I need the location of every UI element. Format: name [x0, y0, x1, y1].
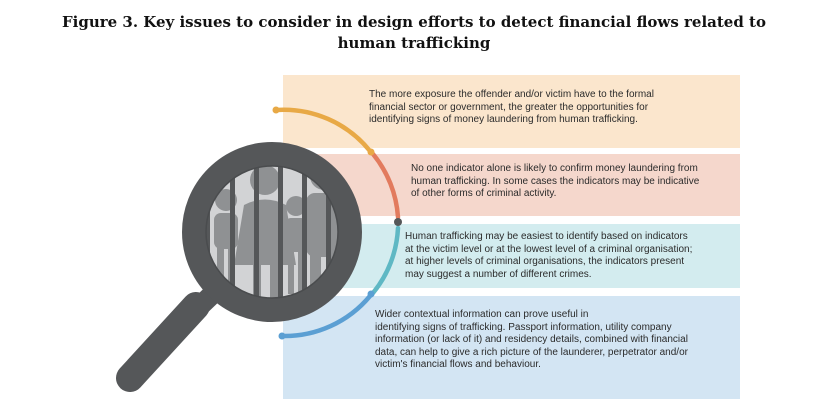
issue-text-line: information (or lack of it) and residenc…	[375, 334, 688, 346]
issue-arc-victim-level	[370, 225, 401, 296]
issue-text-line: victim's financial flows and behaviour.	[375, 359, 541, 371]
issue-text-line: Human trafficking may be easiest to iden…	[405, 231, 688, 242]
lens-rim-inner-edge	[205, 165, 339, 299]
figure-title-line-1: Figure 3. Key issues to consider in desi…	[62, 13, 766, 31]
issue-text-line: Wider contextual information can prove u…	[375, 309, 589, 320]
arc-junction-dot	[367, 290, 375, 298]
child-silhouette-center	[285, 196, 307, 294]
issue-text-line: financial sector or government, the grea…	[369, 101, 649, 113]
issue-arc-single-indicator	[370, 151, 401, 220]
figure-title: Figure 3. Key issues to consider in desi…	[0, 12, 828, 54]
issue-box-contextual-information: Wider contextual information can prove u…	[283, 296, 740, 399]
issue-text-line: data, can help to give a rich picture of…	[375, 346, 688, 358]
issue-arc-contextual-information	[279, 293, 373, 339]
issue-text-line: may suggest a number of different crimes…	[405, 268, 592, 280]
issue-text-line: identifying signs of trafficking. Passpo…	[375, 321, 672, 333]
issue-text-line: identifying signs of money laundering fr…	[369, 114, 638, 126]
magnifier-handle	[116, 277, 229, 392]
prison-bars	[206, 166, 331, 298]
issue-text-line: human trafficking. In some cases the ind…	[411, 175, 700, 187]
issue-text-line: The more exposure the offender and/or vi…	[369, 89, 654, 100]
figure-title-line-2: human trafficking	[337, 34, 491, 52]
issue-text-single-indicator: No one indicator alone is likely to conf…	[411, 163, 699, 201]
issue-text-contextual-information: Wider contextual information can prove u…	[375, 309, 688, 372]
issue-text-line: of other forms of criminal activity.	[411, 188, 557, 200]
lens-rim	[182, 142, 362, 322]
issue-text-line: No one indicator alone is likely to conf…	[411, 163, 698, 174]
issue-text-line: at the victim level or at the lowest lev…	[405, 243, 693, 255]
issue-text-exposure: The more exposure the offender and/or vi…	[369, 89, 654, 127]
issue-box-exposure: The more exposure the offender and/or vi…	[283, 75, 740, 148]
issue-box-single-indicator: No one indicator alone is likely to conf…	[283, 154, 740, 216]
arc-junction-dot	[367, 148, 375, 156]
issue-arc-exposure	[273, 107, 373, 154]
arc-junction-dot	[278, 332, 286, 340]
issue-text-line: at higher levels of criminal organisatio…	[405, 256, 685, 268]
issue-text-victim-level: Human trafficking may be easiest to iden…	[405, 231, 692, 281]
arc-junction-dot	[272, 106, 280, 114]
arc-junction-dot	[394, 218, 402, 226]
